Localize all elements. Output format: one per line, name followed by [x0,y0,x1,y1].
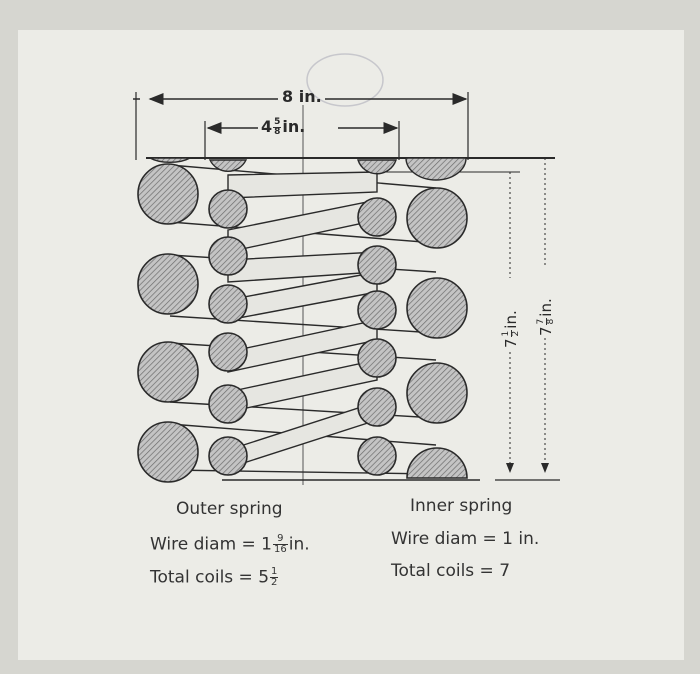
dim-label-8in: 8 in. [282,89,322,105]
dim-8in-unit: in. [298,87,322,106]
inner-spring-bands [227,171,378,469]
inner-spring-title: Inner spring [410,496,513,516]
inner-spring-left-coils [208,189,248,476]
inner-spring-wire-diam: Wire diam = 1 in. [391,529,540,549]
dim-4-5-8-whole: 4 [261,117,273,136]
outer-coil-top-left-cut [147,157,193,163]
inner-spring-right-coils [357,197,397,476]
outer-spring-title: Outer spring [176,499,283,519]
pencil-mark [306,53,384,107]
outer-spring-right-coils [406,187,468,479]
outer-spring-left-coils [137,163,199,483]
dim-8in-value: 8 [282,87,294,106]
dim-4-5-8-unit: in. [282,117,306,136]
outer-coil-top-right-cut [405,157,467,181]
inner-spring-total-coils: Total coils = 7 [391,561,511,581]
